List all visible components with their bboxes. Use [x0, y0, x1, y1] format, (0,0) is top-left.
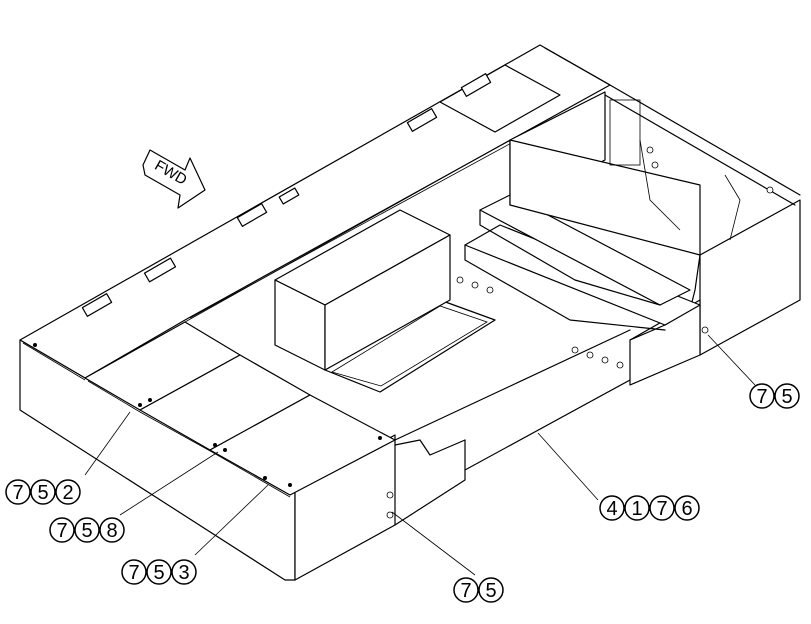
- callout-digit: 7: [460, 580, 471, 602]
- callout-circle: [74, 517, 100, 543]
- callout-circle: [146, 559, 172, 585]
- callout-circle: [121, 559, 147, 585]
- callout-digit: 7: [756, 386, 767, 408]
- callout-digit: 5: [81, 520, 92, 542]
- callout-circle: [453, 577, 479, 603]
- fastener-holes: [33, 146, 774, 519]
- callout-circle: [55, 479, 81, 505]
- callout-digit: 4: [606, 498, 617, 520]
- callout-digit: 5: [485, 580, 496, 602]
- callout-digit: 7: [128, 562, 139, 584]
- block: [274, 209, 451, 371]
- step-block: [464, 194, 701, 331]
- callout-digit: 7: [56, 520, 67, 542]
- callout-digit: 2: [62, 482, 73, 504]
- callout-digit: 5: [781, 386, 792, 408]
- callout-circle: [624, 495, 650, 521]
- callout-digit: 5: [37, 482, 48, 504]
- callout-digit: 5: [153, 562, 164, 584]
- callout-digit: 7: [12, 482, 23, 504]
- callout-circle: [749, 383, 775, 409]
- callout-digit: 1: [631, 498, 642, 520]
- callout-digit: 6: [681, 498, 692, 520]
- callout-circle: [99, 517, 125, 543]
- callout-circle: [478, 577, 504, 603]
- rear-bulkhead: [509, 91, 741, 256]
- callout-circle: [599, 495, 625, 521]
- callout-digit: 3: [178, 562, 189, 584]
- callout-circle: [49, 517, 75, 543]
- callout-circle: [5, 479, 31, 505]
- fwd-arrow: FWD: [142, 149, 206, 209]
- callout-digit: 7: [656, 498, 667, 520]
- frame-base: [19, 44, 801, 581]
- callout-digit: 8: [106, 520, 117, 542]
- callout-circle: [30, 479, 56, 505]
- callout-circle: [649, 495, 675, 521]
- leader-lines: [84, 334, 756, 576]
- callout-circle: [171, 559, 197, 585]
- callout-circle: [774, 383, 800, 409]
- floor-panels: [22, 321, 396, 498]
- callout-circle: [674, 495, 700, 521]
